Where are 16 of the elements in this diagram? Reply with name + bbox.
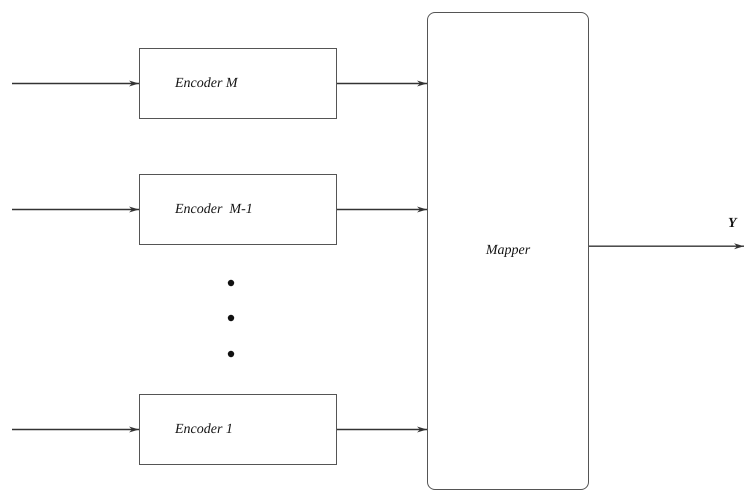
- arrow: [12, 426, 139, 432]
- arrow: [589, 243, 744, 250]
- encoder-block: [139, 48, 337, 119]
- block-label: Mapper: [486, 243, 530, 259]
- block-label: Encoder M: [175, 76, 238, 92]
- arrow: [337, 206, 427, 212]
- arrow: [12, 206, 139, 212]
- arrow: [337, 426, 427, 432]
- block-label: Encoder M-1: [175, 202, 253, 218]
- output-label: Y: [728, 216, 737, 232]
- arrow: [337, 80, 427, 86]
- encoder-block: [139, 394, 337, 465]
- block-label: Encoder 1: [175, 422, 233, 438]
- arrow: [12, 80, 139, 86]
- mapper-block: [427, 12, 589, 490]
- encoder-block: [139, 174, 337, 245]
